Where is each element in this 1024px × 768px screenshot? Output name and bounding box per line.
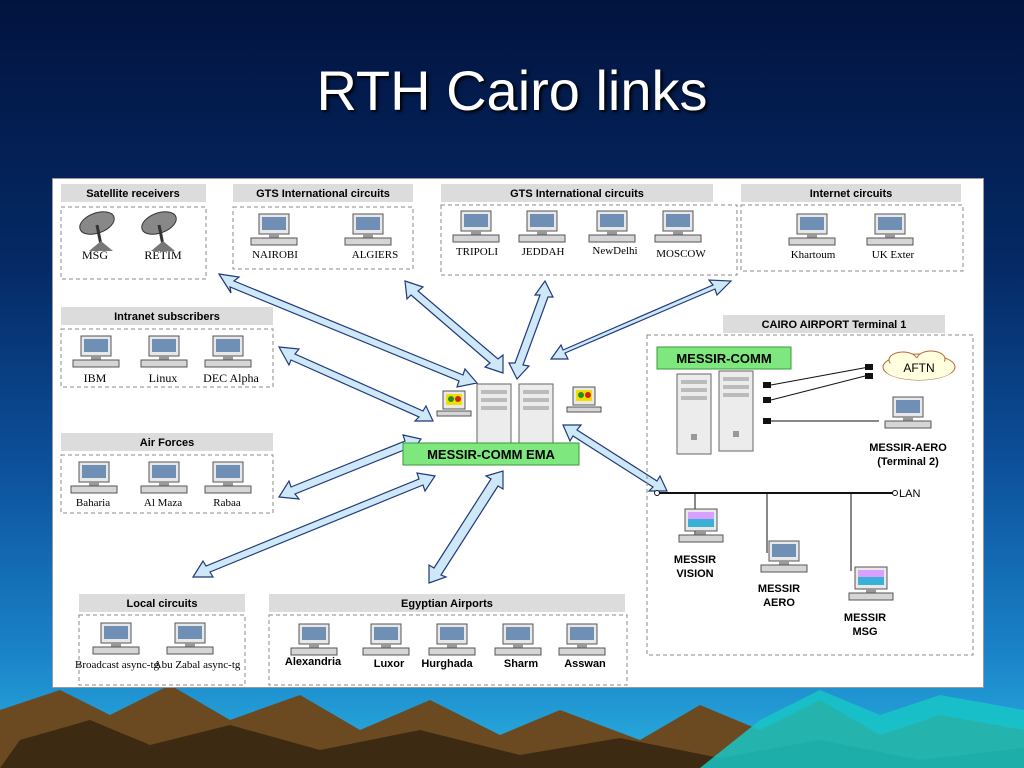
node-label: Luxor [374,658,405,670]
group-intranet-subscribers: Intranet subscribers IBM Linux DEC Alpha [60,307,274,388]
node-label: MOSCOW [656,248,706,260]
group-satellite-header: Satellite receivers [86,188,180,200]
group-gts-2: GTS International circuits TRIPOLI JEDDA… [440,184,738,276]
link-arrow [428,470,504,584]
group-gts1-header: GTS International circuits [256,188,390,200]
computer-icon [140,335,188,368]
computer-icon [654,210,702,243]
node-label: MSG [82,248,108,262]
computer-icon [344,213,392,246]
mountain-landscape [0,685,1024,768]
node-label: UK Exter [872,249,915,261]
group-internet-circuits: Internet circuits Khartoum UK Exter [740,184,964,272]
computer-icon [884,396,932,429]
link-arrow [191,472,437,578]
link-arrows [191,273,733,584]
group-egyptian-airports: Egyptian Airports Alexandria Luxor Hurgh… [268,594,628,686]
msg-sublabel: MSG [852,626,877,638]
computer-icon [70,461,118,494]
computer-icon [866,213,914,246]
server-icon [676,373,712,455]
node-label: Hurghada [421,658,473,670]
computer-icon [362,623,410,656]
aero-t2-sublabel: (Terminal 2) [877,456,939,468]
computer-icon [250,213,298,246]
vision-label: MESSIR [674,554,716,566]
vision-sublabel: VISION [676,568,713,580]
link-arrow [277,434,423,500]
satellite-dish-icon [137,205,181,253]
link-arrow [217,273,479,388]
group-air-forces: Air Forces Baharia Al Maza Rabaa [60,433,274,514]
node-label: IBM [84,371,107,385]
link-arrow [404,280,504,374]
center-label: MESSIR-COMM EMA [427,447,555,462]
slide-title: RTH Cairo links [316,59,708,122]
workstation-icon [566,386,602,413]
aero-t2-label: MESSIR-AERO [869,442,947,454]
computer-icon [588,210,636,243]
node-label: NewDelhi [592,245,637,257]
node-label: Alexandria [285,656,342,668]
node-label: ALGIERS [352,249,398,261]
node-label: DEC Alpha [203,371,259,385]
group-satellite-receivers: Satellite receivers MSG RETIM [60,184,207,280]
airport-comm-label: MESSIR-COMM [676,351,771,366]
computer-icon [452,210,500,243]
satellite-dish-icon [75,205,119,253]
server-icon [718,370,754,452]
node-label: Khartoum [791,249,836,261]
group-gts-1: GTS International circuits NAIROBI ALGIE… [232,184,414,270]
node-label: Sharm [504,658,538,670]
computer-icon [204,461,252,494]
computer-icon [760,540,808,573]
group-egyptian-header: Egyptian Airports [401,598,493,610]
computer-icon [518,210,566,243]
aero-sublabel: AERO [763,597,795,609]
group-gts2-header: GTS International circuits [510,188,644,200]
aero-label: MESSIR [758,583,800,595]
computer-icon [558,623,606,656]
cairo-airport-section: CAIRO AIRPORT Terminal 1 MESSIR-COMM AFT… [646,315,974,656]
computer-icon [92,622,140,655]
computer-icon [678,508,724,543]
node-label: Asswan [564,658,606,670]
workstation-icon [436,390,472,417]
group-intranet-header: Intranet subscribers [114,311,220,323]
node-label: Rabaa [213,497,241,509]
group-local-circuits: Local circuits Broadcast async-tg Abu Za… [75,594,246,686]
group-local-header: Local circuits [127,598,198,610]
airport-header: CAIRO AIRPORT Terminal 1 [762,319,907,331]
node-label: TRIPOLI [456,246,499,258]
group-internet-header: Internet circuits [810,188,893,200]
computer-icon [204,335,252,368]
computer-icon [494,623,542,656]
node-label: Abu Zabal async-tg [154,659,241,671]
computer-icon [166,622,214,655]
link-arrow [277,346,434,422]
node-label: Broadcast async-tg [75,659,159,671]
computer-icon [290,623,338,656]
network-diagram-panel: Satellite receivers MSG RETIM GTS Intern… [52,178,984,688]
msg-label: MESSIR [844,612,886,624]
computer-icon [788,213,836,246]
node-label: NAIROBI [252,249,298,261]
node-label: RETIM [144,248,182,262]
aftn-label: AFTN [903,361,934,375]
computer-icon [72,335,120,368]
link-arrow [562,424,668,492]
node-label: Baharia [76,497,110,509]
lan-label: LAN [899,488,920,500]
node-label: Linux [149,371,178,385]
node-label: JEDDAH [522,246,565,258]
link-arrow [508,279,554,381]
computer-icon [428,623,476,656]
group-airforces-header: Air Forces [140,437,194,449]
computer-icon [848,566,894,601]
link-arrow [549,279,733,360]
node-label: Al Maza [144,497,182,509]
aftn-cloud-icon [882,350,956,381]
computer-icon [140,461,188,494]
center-server-cluster: MESSIR-COMM EMA [402,383,602,466]
